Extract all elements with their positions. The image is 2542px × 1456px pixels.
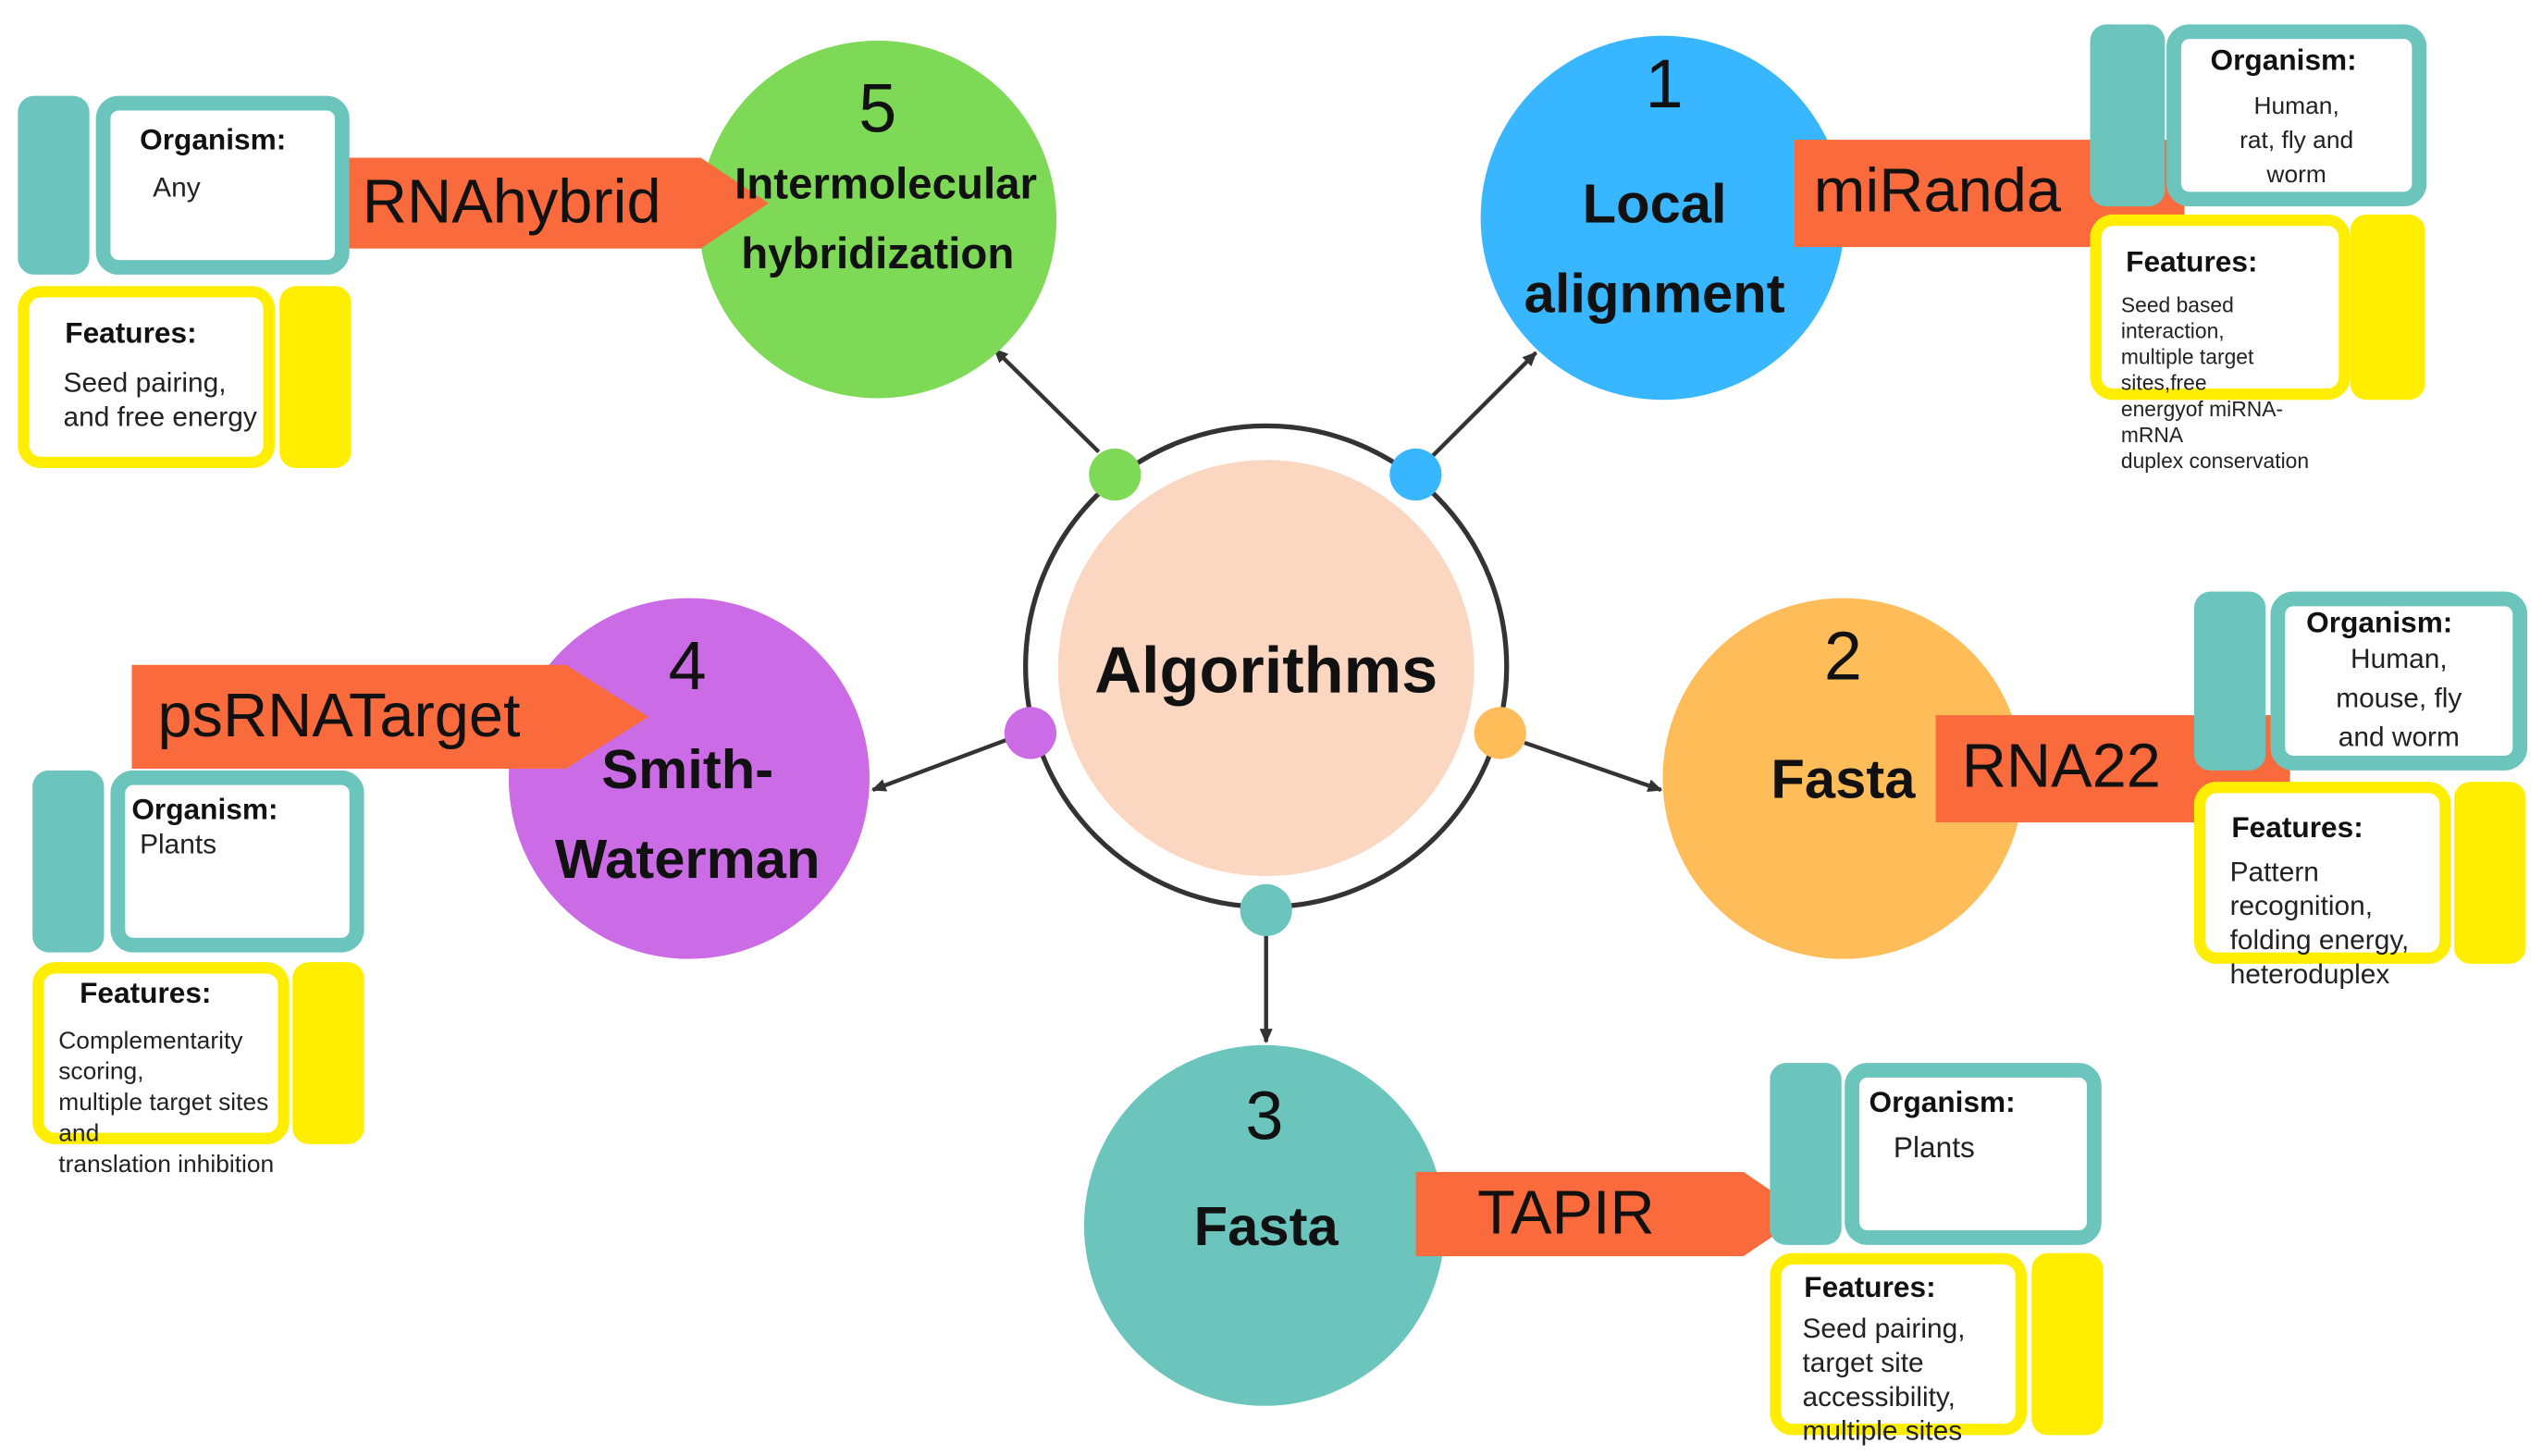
tool-label-psrnatarget: psRNATarget [157, 682, 521, 751]
tool-banner-psrnatarget: psRNATarget [131, 664, 649, 770]
organism-label-3: Organism: [1869, 1085, 2016, 1118]
features-value-1: Seed based interaction, multiple target … [2120, 292, 2310, 474]
organism-value-3: Plants [1893, 1130, 1975, 1165]
tool-banner-tapir: TAPIR [1415, 1171, 1807, 1257]
tool-label-rnahybrid: RNAhybrid [362, 168, 661, 238]
algorithm-4-method-line2: Waterman [554, 829, 821, 891]
features-label-2: Features: [2231, 810, 2363, 844]
features-card-3: Features: Seed pairing, target site acce… [1770, 1252, 2027, 1447]
algorithm-1-method-line1: Local [1582, 173, 1727, 236]
organism-value-1: Human, rat, fly and worm [2240, 93, 2354, 189]
connector-dot-blue [1389, 448, 1442, 501]
arrow-to-4 [870, 737, 1009, 792]
features-card-4: Features: Complementarity scoring, multi… [32, 962, 290, 1178]
algorithm-5-method-line2: hybridization [741, 228, 1015, 278]
features-label-5: Features: [65, 316, 197, 350]
algorithm-3-circle: 3 [1083, 1044, 1445, 1406]
algorithm-2-number: 2 [1823, 617, 1862, 695]
algorithm-1-circle: 1 [1480, 35, 1845, 401]
connector-dot-green [1089, 448, 1141, 501]
organism-card-4: Organism: Plants [110, 770, 364, 953]
organism-tab-3 [1770, 1063, 1842, 1245]
algorithm-5-number: 5 [858, 69, 897, 147]
organism-value-2: Human, mouse, fly and worm [2336, 643, 2462, 753]
algorithm-4-number: 4 [668, 627, 707, 704]
algorithm-5-circle: 5 [698, 40, 1057, 399]
features-card-1: Features: Seed based interaction, multip… [2090, 214, 2351, 473]
organism-card-5: Organism: Any [95, 95, 350, 275]
algorithm-1-method-line2: alignment [1524, 263, 1785, 326]
organism-tab-2 [2193, 591, 2266, 771]
features-tab-3 [2031, 1252, 2104, 1436]
features-value-2: Pattern recognition, folding energy, het… [2229, 856, 2410, 991]
features-tab-5 [279, 286, 352, 469]
features-value-5: Seed pairing, and free energy [63, 367, 257, 433]
organism-tab-5 [18, 95, 90, 275]
algorithm-1-number: 1 [1645, 45, 1684, 122]
algorithm-4-method-line1: Smith- [601, 739, 774, 802]
organism-value-5: Any [153, 172, 201, 204]
features-tab-1 [2350, 214, 2425, 401]
connector-dot-teal [1240, 883, 1292, 937]
organism-label-5: Organism: [140, 123, 287, 156]
features-card-2: Features: Pattern recognition, folding e… [2193, 782, 2451, 990]
features-value-3: Seed pairing, target site accessibility,… [1802, 1313, 1966, 1447]
tool-banner-rnahybrid: RNAhybrid [342, 157, 770, 249]
arrow-to-1 [1430, 351, 1537, 459]
tool-label-tapir: TAPIR [1477, 1179, 1655, 1249]
organism-card-3: Organism: Plants [1845, 1063, 2102, 1245]
organism-label-2: Organism: [2306, 606, 2453, 639]
algorithm-2-method-line1: Fasta [1771, 748, 1916, 811]
features-tab-4 [292, 962, 364, 1144]
features-label-3: Features: [1804, 1270, 1936, 1304]
algorithm-3-number: 3 [1245, 1077, 1284, 1154]
center-label: Algorithms [1094, 635, 1438, 708]
algorithm-3-method-line1: Fasta [1193, 1196, 1339, 1258]
organism-card-1: Organism: Human, rat, fly and worm [2166, 24, 2427, 207]
organism-card-2: Organism: Human, mouse, fly and worm [2270, 591, 2528, 771]
organism-tab-4 [32, 770, 105, 953]
tool-label-rna22: RNA22 [1961, 733, 2161, 802]
features-value-4: Complementarity scoring, multiple target… [58, 1027, 275, 1178]
features-card-5: Features: Seed pairing, and free energy [18, 286, 275, 469]
organism-label-4: Organism: [131, 793, 278, 826]
algorithm-4-circle: 4 [508, 598, 870, 959]
organism-label-1: Organism: [2210, 43, 2357, 77]
connector-dot-orange [1474, 707, 1526, 759]
arrow-to-2 [1524, 740, 1663, 792]
organism-tab-1 [2090, 24, 2166, 207]
connector-dot-purple [1004, 707, 1057, 759]
tool-label-miranda: miRanda [1813, 157, 2062, 227]
organism-value-4: Plants [140, 829, 217, 860]
features-label-4: Features: [80, 976, 212, 1010]
features-label-1: Features: [2126, 245, 2258, 278]
features-tab-2 [2454, 782, 2526, 964]
arrow-to-5 [993, 348, 1101, 454]
algorithm-5-method-line1: Intermolecular [734, 159, 1038, 208]
center-circle: Algorithms [1057, 460, 1475, 877]
